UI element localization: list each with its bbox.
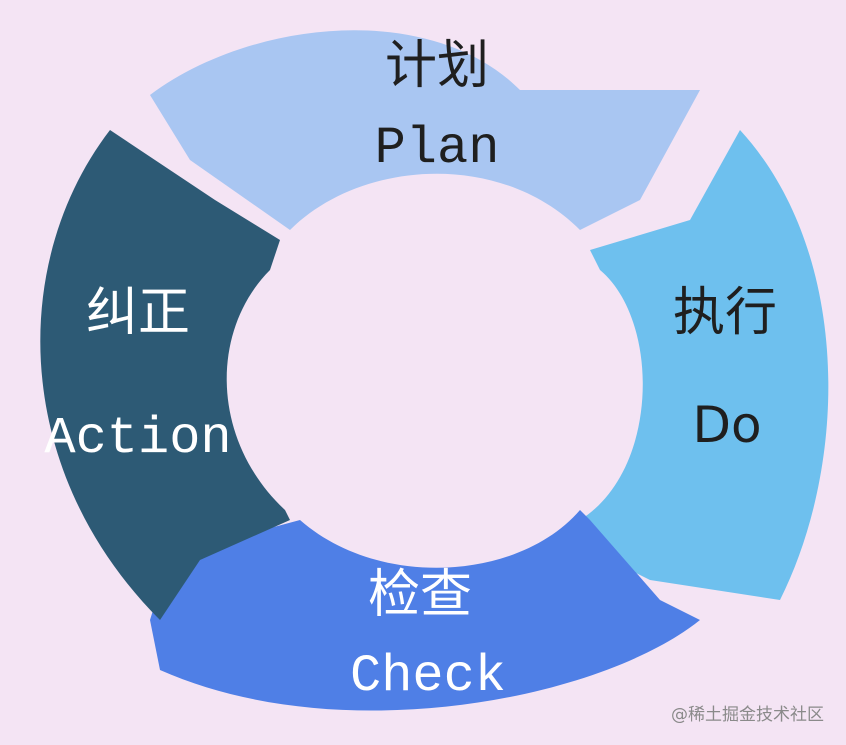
plan-en-label: Plan	[375, 119, 500, 178]
action-cn-label: 纠正	[86, 283, 190, 343]
check-arrow	[150, 510, 700, 711]
watermark: @稀土掘金技术社区	[671, 705, 824, 725]
check-cn-label: 检查	[368, 565, 472, 625]
do-arrow	[580, 130, 829, 600]
plan-arrow	[150, 30, 700, 230]
check-en-label: Check	[350, 647, 506, 706]
do-en-label: Do	[692, 396, 761, 454]
action-en-label: Action	[44, 409, 231, 468]
plan-cn-label: 计划	[385, 36, 489, 96]
action-arrow	[40, 130, 290, 620]
do-cn-label: 执行	[673, 283, 777, 343]
